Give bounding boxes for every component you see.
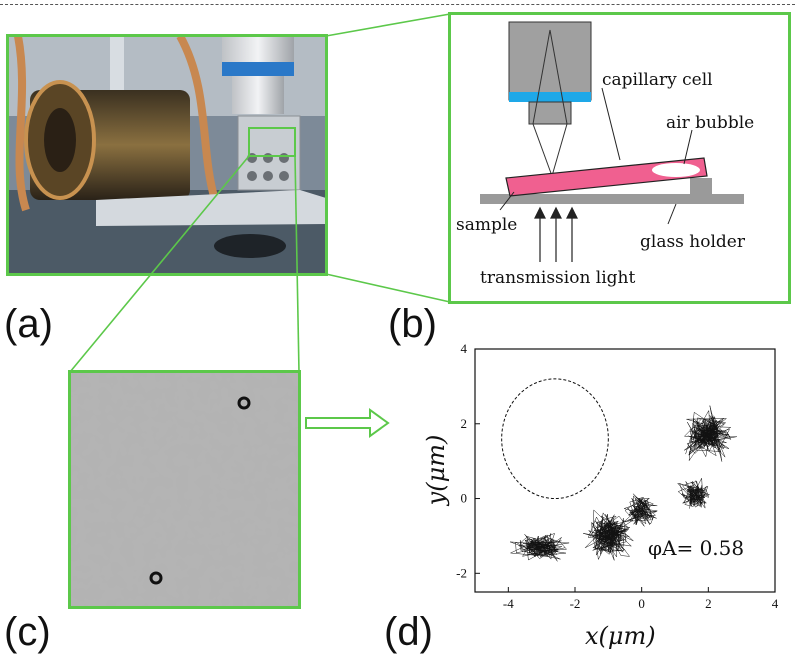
panel-label-b: (b) [388,302,437,346]
trajectory-series [623,493,658,527]
x-axis-label: x(μm) [585,622,656,650]
schematic-setup [480,21,744,262]
panel-label-c: (c) [4,610,51,654]
x-tick-label: -2 [570,596,581,611]
y-axis-label: y(μm) [422,435,450,507]
frame-a [6,34,328,276]
label-air-bubble: air bubble [666,113,754,133]
x-tick-label: 4 [772,596,779,611]
micrograph [70,372,299,607]
zoom-box [248,127,296,157]
label-sample: sample [456,215,517,235]
trajectory-series [676,477,711,509]
x-tick-label: -4 [503,596,514,611]
x-tick-label: 0 [638,596,645,611]
connector-lines [69,13,451,373]
axis-ticks: -4 -2 0 2 4 -2 0 2 4 [456,341,779,611]
trajectory-group [509,405,737,562]
y-tick-label: -2 [456,565,467,580]
top-dashed-rule [0,4,795,5]
panel-label-d: (d) [384,610,433,654]
label-capillary-cell: capillary cell [602,70,713,90]
label-transmission-light: transmission light [480,268,636,288]
frame-c [68,370,301,609]
trajectory-series [509,532,570,562]
panel-label-a: (a) [4,302,53,346]
trajectory-series [683,405,737,462]
arrow-icon [305,408,390,438]
x-tick-label: 2 [705,596,712,611]
y-tick-label: 0 [461,491,468,506]
phi-annotation: φA= 0.58 [648,536,744,560]
frame-b [448,12,791,304]
reference-circle [501,378,609,500]
y-tick-label: 4 [461,341,468,356]
y-tick-label: 2 [461,416,468,431]
label-glass-holder: glass holder [640,232,746,252]
trajectory-series [583,509,634,561]
photo-apparatus [8,34,326,274]
plot-frame [474,348,776,593]
